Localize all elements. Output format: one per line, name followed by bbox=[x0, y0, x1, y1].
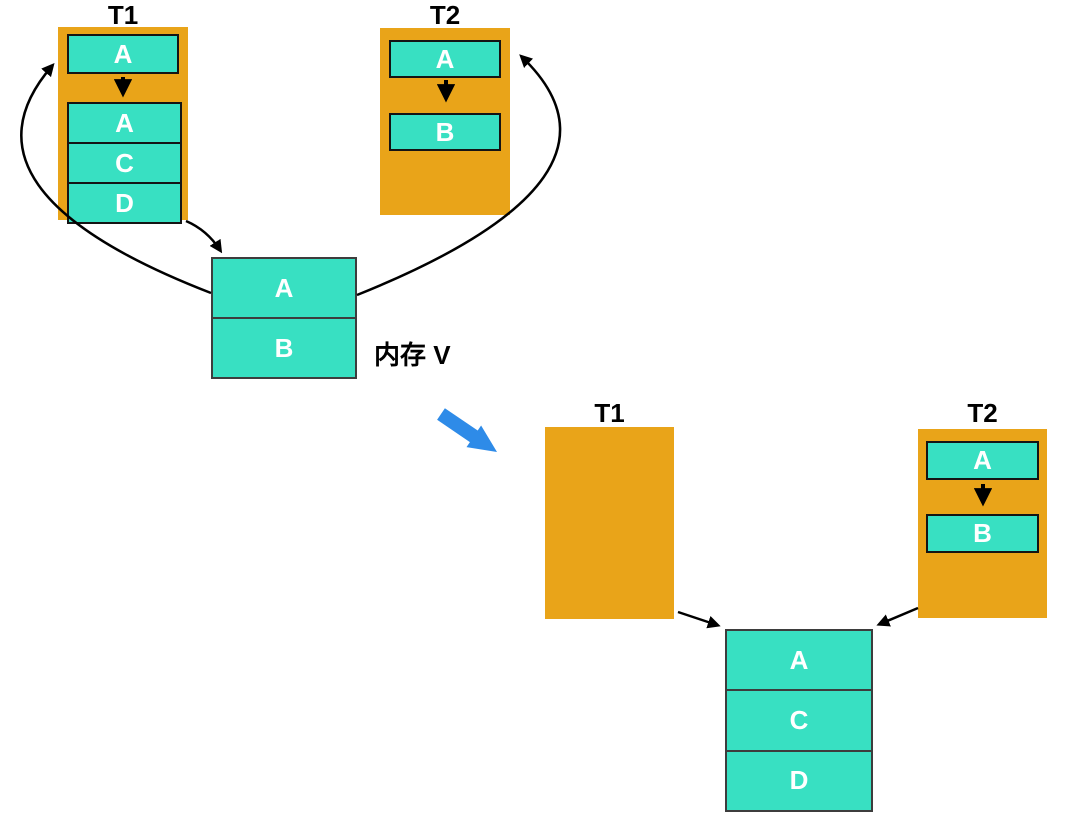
top-t1-stack-cell: C bbox=[67, 142, 182, 184]
bottom-memory-cell: A bbox=[789, 644, 809, 675]
top-t2-cell-a: A bbox=[389, 40, 501, 78]
transform-arrow bbox=[437, 408, 497, 452]
bottom-t2-label: T2 bbox=[967, 398, 998, 428]
bottom-memory-box: A C D bbox=[725, 629, 873, 812]
bottom-memory-cell: C bbox=[727, 689, 871, 749]
top-t1-label: T1 bbox=[107, 0, 139, 30]
bottom-t1-to-memory-arrow bbox=[677, 610, 721, 629]
top-t1-stack-cell: A bbox=[67, 102, 182, 144]
top-memory-box: A B bbox=[211, 257, 357, 379]
top-t1-stack: A C D bbox=[67, 102, 182, 224]
top-memory-cell: A bbox=[274, 272, 294, 303]
top-t1-to-memory-arrow bbox=[185, 219, 223, 254]
top-t1-stack-cell: D bbox=[67, 182, 182, 224]
top-t2-cell-b: B bbox=[389, 113, 501, 151]
bottom-t1-thread-box bbox=[545, 427, 674, 619]
bottom-t2-cell-a: A bbox=[926, 441, 1039, 480]
top-t2-label: T2 bbox=[429, 0, 461, 30]
bottom-memory-cell: D bbox=[727, 749, 871, 810]
top-memory-cell: B bbox=[213, 317, 355, 377]
bottom-t2-cell-b: B bbox=[926, 514, 1039, 553]
bottom-t2-to-memory-arrow bbox=[876, 606, 919, 627]
top-t1-register-cell: A bbox=[67, 34, 179, 74]
memory-v-label: 内存 V bbox=[374, 340, 451, 370]
bottom-t1-label: T1 bbox=[594, 398, 625, 428]
